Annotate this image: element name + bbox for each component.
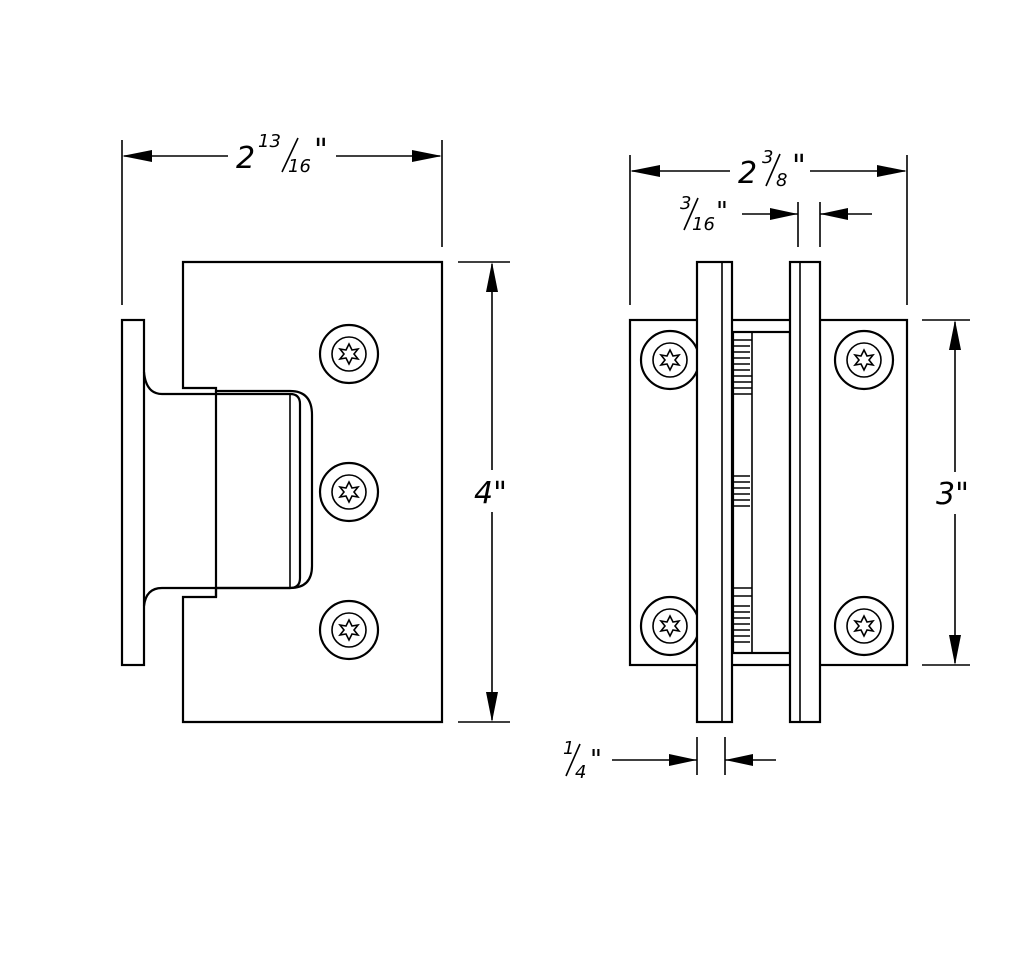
glass-plate-right (788, 260, 822, 724)
left-width-unit: " (314, 133, 328, 168)
spring-bottom (733, 587, 752, 643)
right-width-unit: " (792, 149, 806, 184)
right-gap-num: 3 (680, 193, 691, 214)
left-width-num: 13 (258, 131, 281, 152)
main-plate (181, 260, 444, 724)
base-plate (120, 318, 146, 667)
spring-top (733, 339, 752, 389)
right-width-den: 8 (776, 170, 787, 191)
screw-icon (639, 329, 701, 391)
screw-icon (318, 323, 380, 385)
glass-plate-left (695, 260, 734, 724)
hinge-body (142, 371, 302, 607)
screw-icon (318, 599, 380, 661)
right-view: 2 3 8 " 3 16 " 3" 1 4 " (563, 147, 970, 783)
back-plate (628, 318, 909, 667)
right-plate-num: 1 (563, 738, 574, 759)
left-view: 2 13 16 " 4" (120, 131, 510, 724)
right-gap-unit: " (716, 197, 728, 227)
left-width-whole: 2 (236, 141, 255, 176)
left-width-den: 16 (288, 156, 311, 177)
left-height-label: 4" (474, 476, 507, 511)
right-width-whole: 2 (738, 156, 757, 191)
right-plate-unit: " (590, 745, 602, 775)
screw-icon (833, 595, 895, 657)
screw-icon (833, 329, 895, 391)
right-plate-den: 4 (575, 762, 586, 783)
right-gap-den: 16 (692, 214, 715, 235)
right-height-label: 3" (936, 477, 969, 512)
screw-icon (639, 595, 701, 657)
screw-icon (318, 461, 380, 523)
spring-middle (733, 393, 752, 507)
right-width-num: 3 (762, 147, 773, 168)
